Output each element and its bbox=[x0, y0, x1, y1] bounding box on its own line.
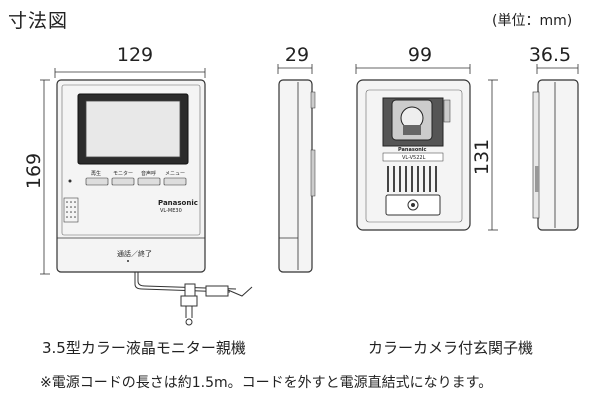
camera-width-dimension bbox=[355, 64, 471, 74]
monitor-front-view: 再生 モニター 音声呼 メニュー Panasonic VL-ME30 通話／終了 bbox=[56, 79, 206, 273]
camera-depth-label: 36.5 bbox=[528, 44, 572, 66]
camera-brand: Panasonic bbox=[398, 147, 427, 153]
button-label-playback: 再生 bbox=[91, 170, 101, 177]
playback-button bbox=[85, 177, 109, 186]
monitor-side-view bbox=[278, 79, 316, 273]
monitor-width-dimension bbox=[54, 68, 206, 78]
monitor-caption: 3.5型カラー液晶モニター親機 bbox=[42, 339, 246, 357]
camera-depth-dimension bbox=[536, 64, 579, 74]
unit-label: (単位：mm) bbox=[492, 13, 573, 29]
button-label-menu: メニュー bbox=[165, 171, 185, 177]
camera-model: VL-V522L bbox=[402, 155, 426, 161]
monitor-brand: Panasonic bbox=[158, 199, 198, 207]
monitor-depth-dimension bbox=[277, 64, 313, 74]
camera-caption: カラーカメラ付玄関子機 bbox=[368, 339, 534, 357]
camera-side-view bbox=[532, 79, 579, 231]
monitor-depth-label: 29 bbox=[284, 44, 310, 66]
button-label-audio: 音声呼 bbox=[141, 170, 156, 177]
talk-button-label: 通話／終了 bbox=[117, 249, 152, 258]
monitor-model: VL-ME30 bbox=[160, 208, 182, 214]
monitor-height-dimension bbox=[40, 79, 50, 275]
camera-width-label: 99 bbox=[407, 44, 433, 66]
monitor-button bbox=[111, 177, 135, 186]
camera-front-view: Panasonic VL-V522L bbox=[356, 79, 471, 231]
power-cord bbox=[134, 272, 253, 326]
page-title: 寸法図 bbox=[8, 10, 69, 32]
button-label-monitor: モニター bbox=[113, 170, 133, 177]
power-cord-note: ※電源コードの長さは約1.5m。コードを外すと電源直結式になります。 bbox=[40, 375, 493, 391]
monitor-width-label: 129 bbox=[116, 44, 154, 66]
camera-height-dimension bbox=[488, 79, 498, 231]
menu-button bbox=[163, 177, 187, 186]
audio-call-button bbox=[137, 177, 161, 186]
camera-speaker-grille bbox=[387, 166, 437, 192]
speaker-grille bbox=[63, 197, 79, 223]
